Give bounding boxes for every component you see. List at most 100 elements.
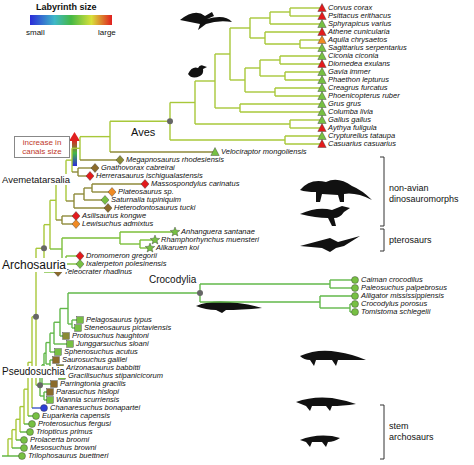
- branch: [320, 307, 350, 308]
- note-box: increase in canals size: [14, 136, 70, 158]
- branch: [2, 455, 8, 456]
- tip-marker: [29, 421, 36, 428]
- tip-marker: [67, 341, 74, 348]
- clade-node: [167, 118, 173, 124]
- branch: [120, 231, 175, 232]
- branch: [270, 11, 290, 12]
- branch: [74, 193, 84, 194]
- branch: [275, 95, 322, 96]
- tip-marker: [72, 220, 80, 229]
- tip-marker: [53, 357, 60, 364]
- tip-marker: [51, 381, 58, 388]
- branch: [24, 388, 28, 389]
- clade-node: [37, 382, 43, 388]
- tip-marker: [318, 20, 326, 28]
- branch: [68, 292, 200, 293]
- tip-marker: [101, 196, 109, 205]
- tip-marker: [352, 301, 359, 308]
- branch: [215, 107, 240, 108]
- branch: [265, 43, 300, 44]
- tip-marker: [318, 100, 326, 108]
- branch: [46, 342, 50, 343]
- tip-marker: [63, 333, 70, 340]
- tip-marker: [318, 28, 326, 36]
- branch: [200, 301, 320, 302]
- clade-label: Pseudosuchia: [1, 366, 66, 378]
- tip-marker: [86, 172, 94, 181]
- tip-marker: [318, 108, 326, 116]
- tip-marker: [318, 68, 326, 76]
- branch: [300, 47, 322, 48]
- clade-node: [41, 245, 47, 251]
- tip-marker: [318, 52, 326, 60]
- tip-marker: [150, 235, 160, 244]
- branch: [120, 243, 140, 244]
- tip-marker: [145, 243, 155, 252]
- branch: [110, 121, 170, 122]
- tip-marker: [77, 317, 84, 324]
- branch: [68, 323, 72, 324]
- tip-marker: [21, 445, 28, 452]
- branch: [230, 27, 250, 28]
- branch: [270, 23, 322, 24]
- tip-marker: [352, 309, 359, 316]
- tip-marker: [318, 44, 326, 52]
- branch: [92, 183, 145, 184]
- branch: [8, 438, 12, 439]
- branch: [285, 143, 322, 144]
- tip-marker: [352, 277, 359, 284]
- clade-label: Avemetatarsalia: [1, 174, 71, 185]
- branch: [60, 308, 68, 309]
- branch: [66, 159, 72, 160]
- branch: [200, 283, 330, 284]
- branch: [44, 224, 50, 225]
- tip-marker: [47, 397, 54, 404]
- branch: [80, 136, 110, 137]
- branch: [170, 102, 195, 103]
- branch: [74, 207, 108, 208]
- branch: [280, 63, 322, 64]
- taxon-label: Tomistoma schlegelii: [361, 307, 430, 317]
- branch: [50, 200, 56, 201]
- branch: [40, 395, 44, 396]
- tip-marker: [318, 36, 326, 44]
- clade-label: Aves: [130, 126, 156, 139]
- taxon-label: Velociraptor mongoliensis: [221, 147, 307, 157]
- tip-marker: [318, 76, 326, 84]
- branch: [56, 219, 62, 220]
- tip-marker: [318, 4, 326, 12]
- branch: [320, 295, 355, 296]
- tip-marker: [41, 405, 48, 412]
- clade-label: Crocodylia: [148, 274, 197, 286]
- tip-marker: [318, 12, 326, 20]
- taxon-label: Allkaruen koi: [156, 243, 199, 253]
- taxon-label: Teleocrater rhadinus: [64, 267, 132, 277]
- clade-node: [33, 314, 39, 320]
- color-scale: [30, 15, 112, 25]
- branch: [275, 87, 322, 88]
- increase-arrowhead: [69, 132, 80, 141]
- tip-marker: [72, 212, 80, 221]
- branch: [250, 17, 270, 18]
- branch: [195, 123, 290, 124]
- tip-marker: [352, 285, 359, 292]
- tip-marker: [318, 140, 326, 148]
- branch: [170, 139, 285, 140]
- taxon-label: Lewisuchus admixtus: [82, 219, 153, 229]
- branch: [290, 119, 322, 120]
- branch: [12, 429, 16, 430]
- branch: [260, 59, 280, 60]
- increase-arrow: [72, 140, 77, 166]
- tip-marker: [318, 116, 326, 124]
- branch: [84, 187, 92, 188]
- tip-marker: [75, 325, 82, 332]
- branch: [290, 7, 322, 8]
- tip-marker: [33, 413, 40, 420]
- tip-marker: [318, 132, 326, 140]
- branch: [285, 71, 322, 72]
- branch: [290, 15, 322, 16]
- group-label: non-avian dinosauromorphs: [389, 183, 471, 205]
- taxon-label: Casuarius casuarius: [328, 139, 396, 149]
- branch: [28, 362, 32, 363]
- tip-marker: [170, 227, 180, 236]
